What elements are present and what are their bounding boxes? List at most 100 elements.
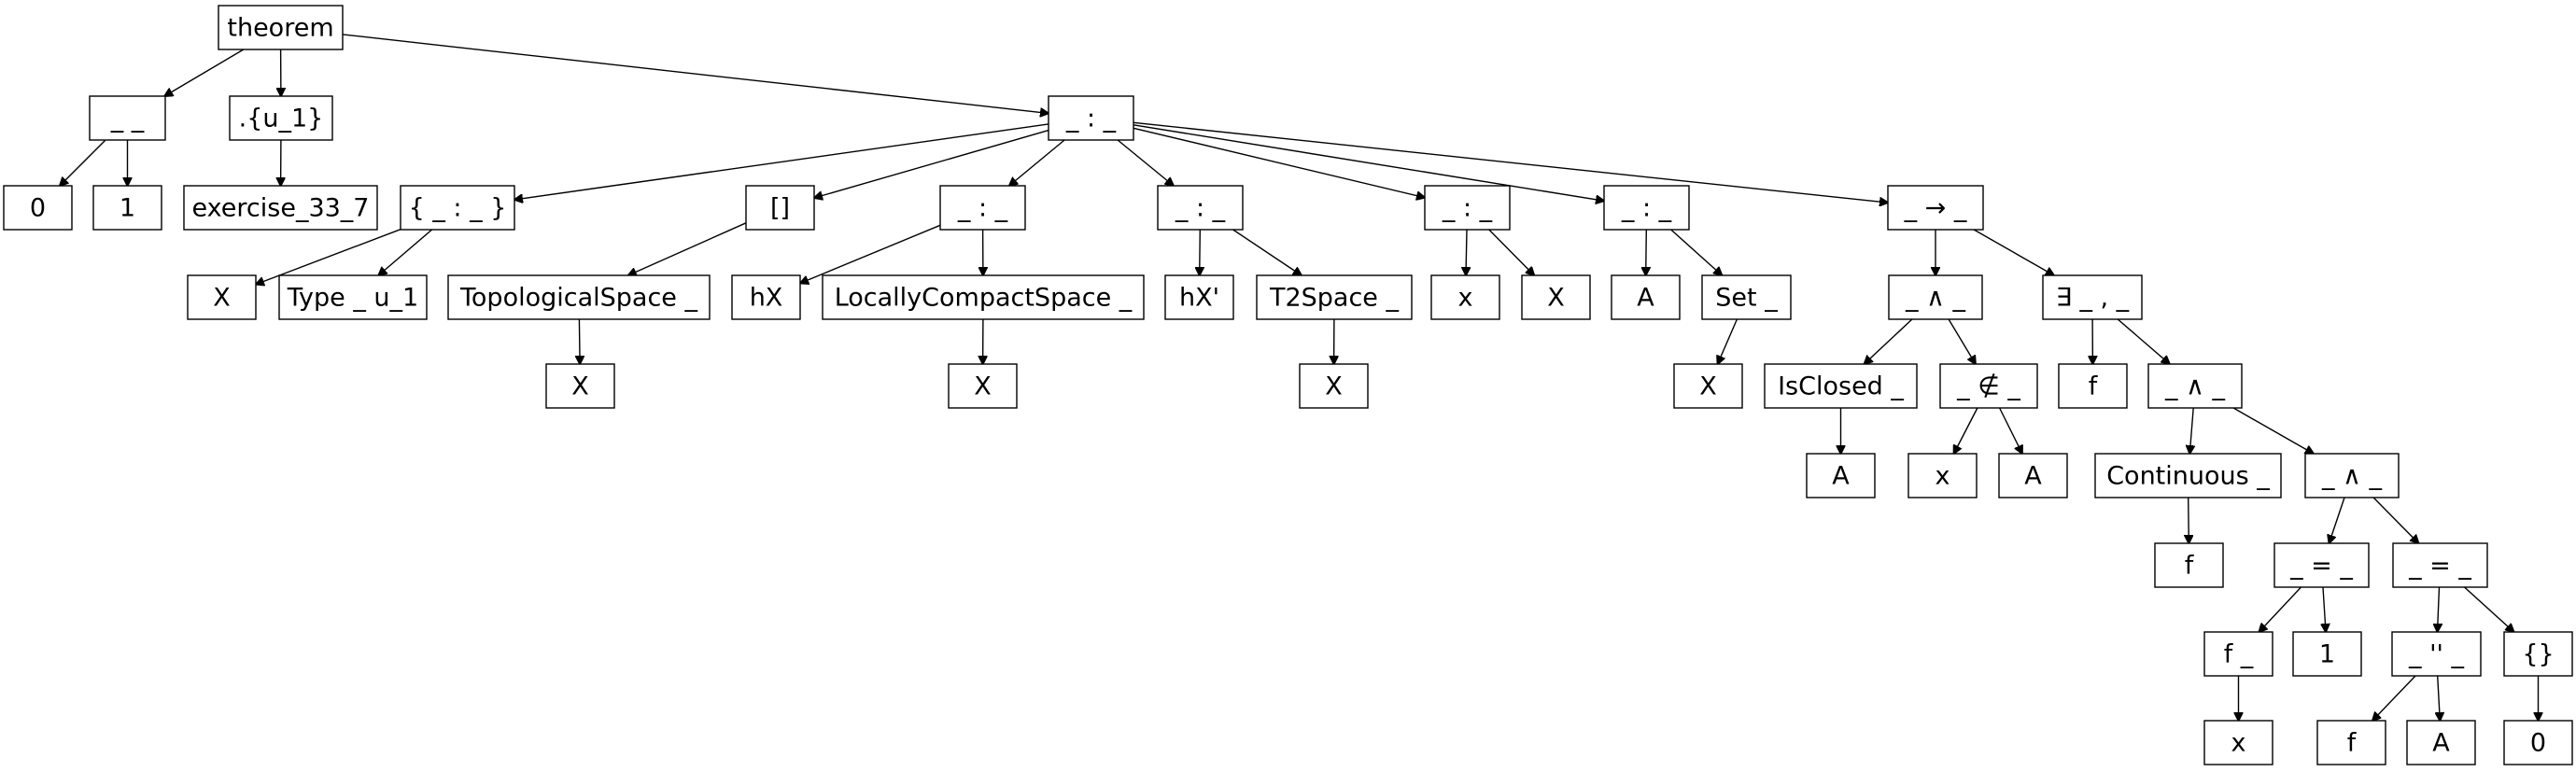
- node-label: f: [2185, 552, 2195, 581]
- node-box: [1701, 274, 1792, 320]
- edge-topspace-to-x_top: [579, 318, 580, 364]
- node-label: X: [571, 372, 589, 401]
- edge-theorem-to-apply01: [164, 49, 245, 96]
- node-x_var: x: [1430, 274, 1500, 320]
- node-f_var: f: [2058, 363, 2128, 409]
- node-label: _ _: [110, 105, 145, 133]
- node-label: _ : _: [957, 194, 1008, 223]
- node-box: [1256, 274, 1413, 320]
- node-label: _ = _: [2289, 552, 2353, 581]
- node-box: [1673, 363, 1743, 409]
- node-box: [1998, 453, 2068, 498]
- node-x_type: X: [187, 274, 257, 320]
- node-label: A: [1637, 284, 1654, 313]
- node-apply01: _ _: [89, 95, 166, 141]
- node-label: 1: [2319, 640, 2335, 669]
- node-label: TopologicalSpace _: [459, 284, 697, 313]
- edge-image-to-a_img: [2438, 675, 2441, 721]
- node-box: [1521, 274, 1591, 320]
- node-label: 0: [2530, 729, 2546, 758]
- node-set: Set _: [1701, 274, 1792, 320]
- node-x_set: X: [1673, 363, 1743, 409]
- node-label: hX: [750, 284, 783, 313]
- edge-imp-to-exists: [1973, 229, 2054, 275]
- node-box: [2094, 453, 2282, 498]
- node-box: [2316, 720, 2386, 765]
- node-label: X: [213, 284, 231, 313]
- node-box: [822, 274, 1145, 320]
- edge-colon_a-to-a_var: [1646, 229, 1647, 275]
- node-empty: {}: [2503, 631, 2573, 677]
- node-a_notin: A: [1998, 453, 2068, 498]
- node-a_var: A: [1611, 274, 1681, 320]
- node-box: [2203, 631, 2273, 677]
- node-label: x: [1458, 284, 1473, 313]
- node-a_closed: A: [1806, 453, 1876, 498]
- edge-colon_main-to-colon_x: [1133, 127, 1425, 197]
- node-box: [2503, 631, 2573, 677]
- edge-eq1-to-fapp: [2259, 586, 2302, 632]
- node-imp: _ → _: [1887, 185, 1984, 231]
- node-label: Continuous _: [2106, 462, 2270, 491]
- node-label: LocallyCompactSpace _: [835, 284, 1133, 313]
- node-x_notin: x: [1907, 453, 1978, 498]
- edge-colon_hxp-to-t2: [1232, 229, 1302, 275]
- edge-colon_main-to-colon_hxp: [1117, 139, 1174, 186]
- node-exists: ∃ _ , _: [2042, 274, 2143, 320]
- node-x_t2: X: [1299, 363, 1369, 409]
- node-box: [939, 185, 1026, 231]
- node-box: [2391, 631, 2482, 677]
- node-box: [1164, 274, 1234, 320]
- node-label: A: [1832, 462, 1850, 491]
- node-box: [745, 185, 815, 231]
- edge-exists-to-and2: [2117, 318, 2170, 364]
- node-f_cont: f: [2154, 542, 2224, 588]
- node-label: _ : _: [1621, 194, 1672, 223]
- node-one_b: 1: [2292, 631, 2362, 677]
- node-label: theorem: [227, 14, 333, 43]
- node-box: [2203, 720, 2273, 765]
- node-box: [1048, 95, 1134, 141]
- node-colon_hx: _ : _: [939, 185, 1026, 231]
- node-box: [1603, 185, 1690, 231]
- node-label: _ ∧ _: [2164, 372, 2225, 401]
- node-label: X: [1547, 284, 1565, 313]
- node-and1: _ ∧ _: [1888, 274, 1983, 320]
- node-hx: hX: [731, 274, 801, 320]
- nodes: theorem _ _ 0 1 .{u_1} exercise_33_7 _ : _ { _ …: [3, 5, 2573, 765]
- edge-binder_set-to-type_u1: [378, 229, 433, 275]
- edge-colon_main-to-colon_a: [1133, 124, 1604, 201]
- node-box: [2154, 542, 2224, 588]
- node-label: _ = _: [2408, 552, 2471, 581]
- node-box: [2273, 542, 2370, 588]
- node-box: [89, 95, 166, 141]
- node-label: _ : _: [1065, 105, 1117, 133]
- edge-and3-to-eq2: [2372, 497, 2418, 543]
- node-box: [400, 185, 515, 231]
- node-binder_set: { _ : _ }: [400, 185, 515, 231]
- node-label: .{u_1}: [239, 105, 324, 133]
- node-label: _ : _: [1175, 194, 1226, 223]
- node-box: [1424, 185, 1511, 231]
- edge-colon_x-to-x_of_x: [1488, 229, 1534, 275]
- node-box: [1907, 453, 1978, 498]
- node-label: IsClosed _: [1778, 372, 1904, 401]
- node-colon_x: _ : _: [1424, 185, 1511, 231]
- node-label: exercise_33_7: [192, 194, 370, 223]
- node-box: [2058, 363, 2128, 409]
- node-box: [1764, 363, 1918, 409]
- node-zero_a: 0: [3, 185, 73, 231]
- node-label: 0: [30, 194, 46, 223]
- edge-apply01-to-zero_a: [60, 139, 106, 186]
- node-box: [92, 185, 162, 231]
- node-label: A: [2432, 729, 2450, 758]
- node-type_u1: Type _ u_1: [278, 274, 428, 320]
- node-box: [229, 95, 333, 141]
- node-x_f: x: [2203, 720, 2273, 765]
- node-x_lcs: X: [948, 363, 1018, 409]
- node-continuous: Continuous _: [2094, 453, 2282, 498]
- node-box: [1806, 453, 1876, 498]
- node-hxp: hX': [1164, 274, 1234, 320]
- node-label: f: [2089, 372, 2099, 401]
